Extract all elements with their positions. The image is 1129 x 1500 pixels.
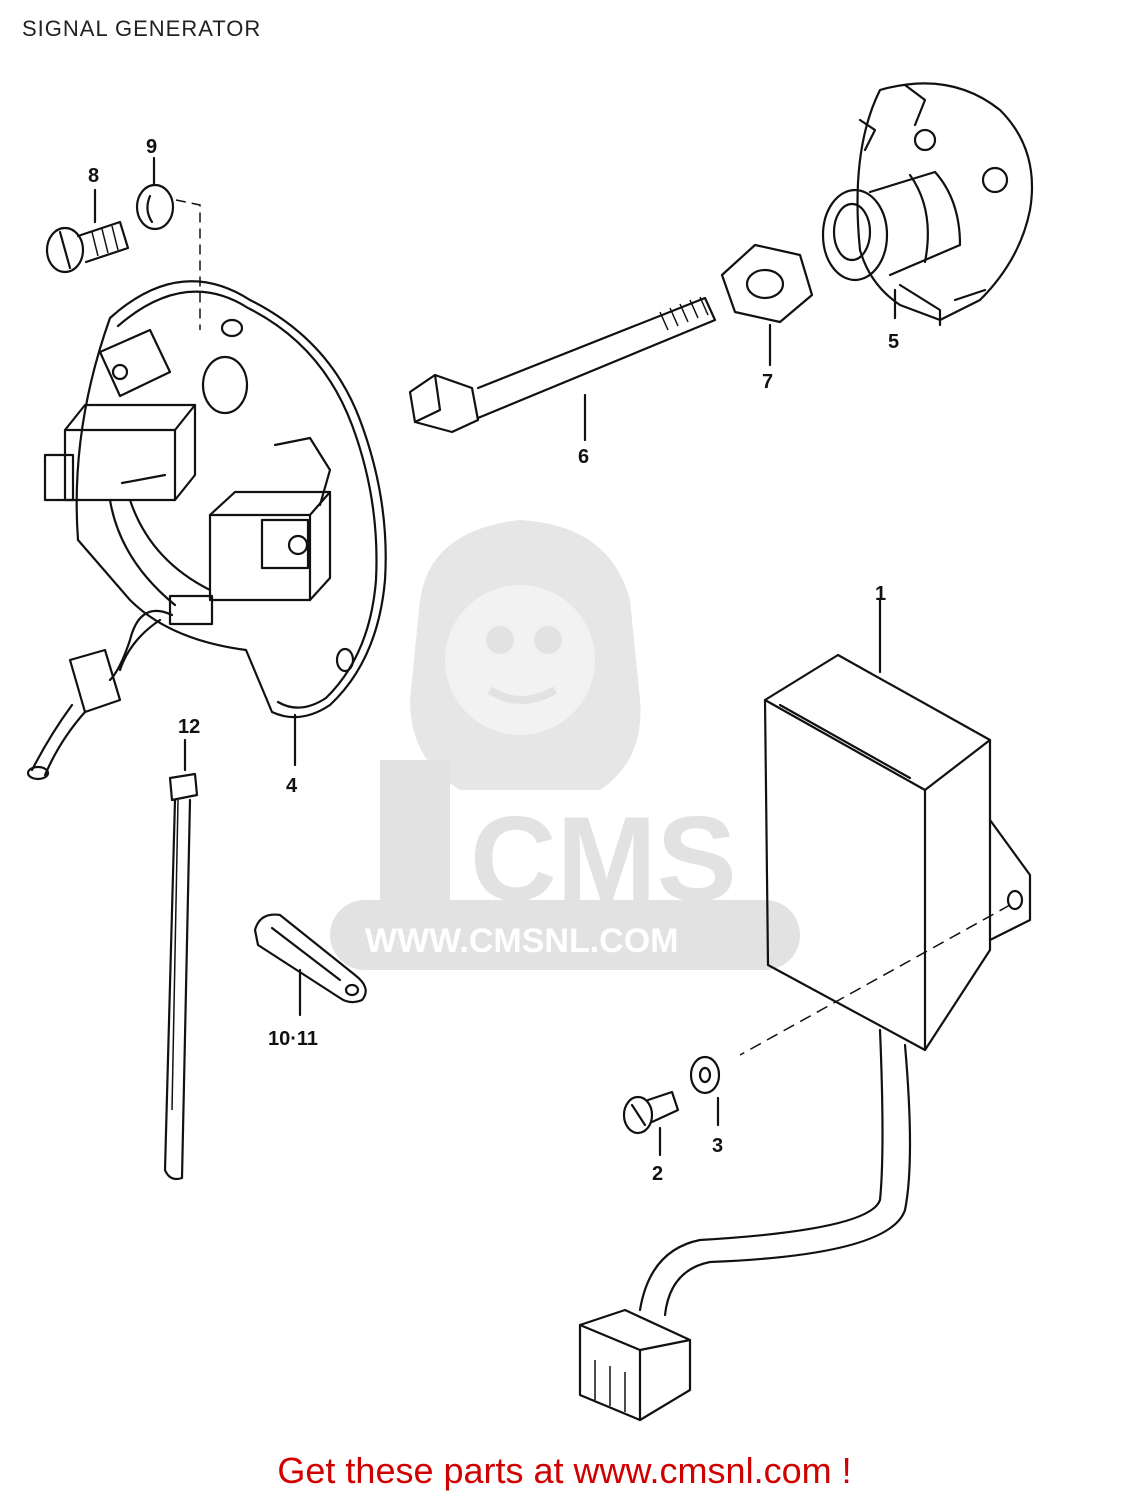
part-12-cable-tie — [163, 738, 199, 1181]
part-5-rotor-assembly — [821, 82, 1034, 327]
watermark-logo: CMS WWW.CMSNL.COM — [330, 520, 800, 970]
part-4-base-plate — [26, 280, 387, 781]
footer-link-text[interactable]: Get these parts at www.cmsnl.com ! — [277, 1450, 852, 1491]
part-2-screw — [622, 1090, 680, 1157]
part-10-11-clamp — [253, 913, 367, 1017]
callout-10-11: 10·11 — [268, 1028, 318, 1050]
callout-4: 4 — [286, 775, 298, 797]
watermark-url-text: WWW.CMSNL.COM — [365, 922, 679, 960]
part-1-igniter-box — [578, 598, 1032, 1422]
callout-7: 7 — [762, 371, 773, 393]
callout-5: 5 — [888, 331, 899, 353]
part-9-washer — [135, 156, 201, 330]
part-7-nut — [720, 243, 814, 367]
callout-9: 9 — [146, 136, 157, 158]
part-3-washer — [689, 1055, 721, 1127]
watermark-logo-text: CMS — [470, 792, 737, 926]
callout-2: 2 — [652, 1163, 663, 1185]
part-8-screw — [45, 188, 130, 274]
callout-12: 12 — [178, 716, 200, 738]
part-6-bolt — [408, 296, 717, 442]
callout-3: 3 — [712, 1135, 723, 1157]
page-title: SIGNAL GENERATOR — [22, 16, 262, 41]
callout-8: 8 — [88, 165, 99, 187]
callout-1: 1 — [875, 583, 886, 605]
callout-6: 6 — [578, 446, 589, 468]
